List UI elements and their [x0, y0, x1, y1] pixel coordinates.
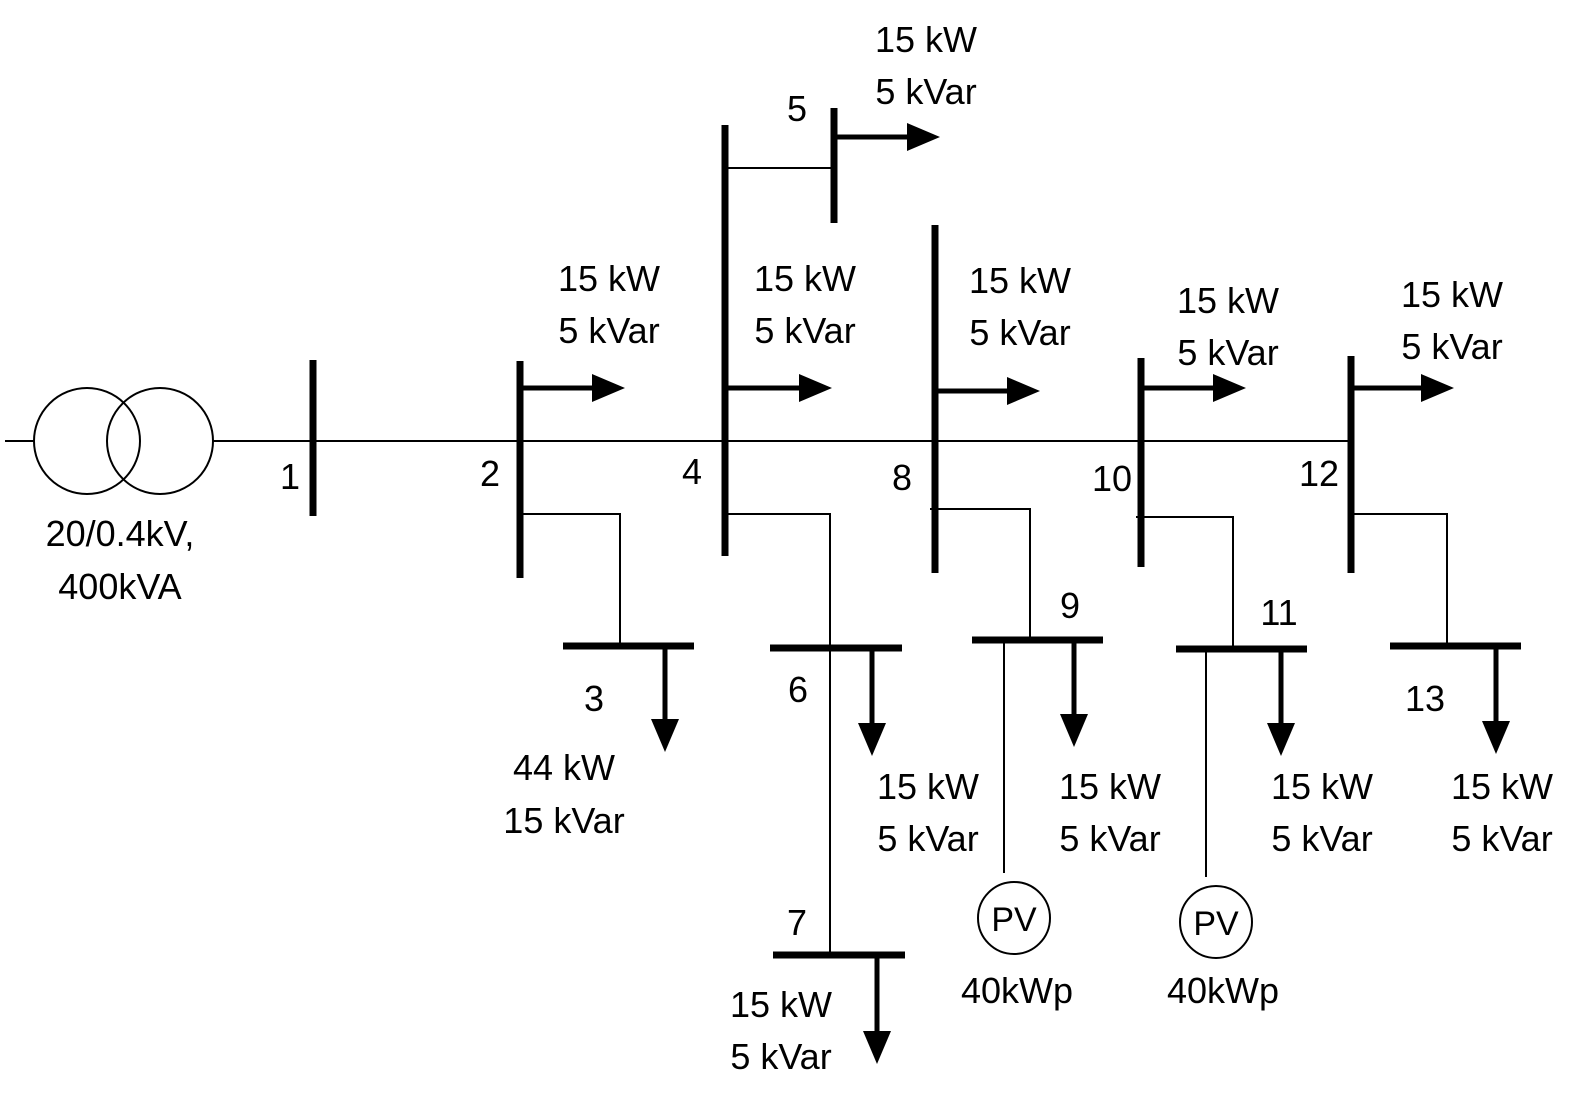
line-4-6-7 — [725, 513, 831, 955]
load-arrow-13 — [1482, 646, 1510, 754]
load-5-active-power: 15 kW — [875, 19, 977, 60]
bus-6-label: 6 — [788, 669, 808, 710]
load-6-active-power: 15 kW — [877, 766, 979, 807]
load-arrow-4 — [725, 374, 832, 402]
load-arrow-9 — [1060, 640, 1088, 747]
load-11-reactive-power: 5 kVar — [1271, 818, 1372, 859]
load-12-reactive-power: 5 kVar — [1401, 326, 1502, 367]
load-arrow-5 — [834, 123, 940, 151]
load-8-active-power: 15 kW — [969, 260, 1071, 301]
load-arrow-10 — [1141, 374, 1246, 402]
transformer-rating-label: 400kVA — [58, 566, 181, 607]
load-2-active-power: 15 kW — [558, 258, 660, 299]
load-10-reactive-power: 5 kVar — [1177, 332, 1278, 373]
load-13-active-power: 15 kW — [1451, 766, 1553, 807]
load-arrow-8 — [935, 377, 1040, 405]
transformer-symbol — [5, 387, 214, 495]
load-arrow-2 — [520, 374, 625, 402]
transformer-winding-secondary — [106, 387, 214, 495]
bus-9-label: 9 — [1060, 585, 1080, 626]
pv-9-symbol: PV — [991, 901, 1037, 939]
line-12-13 — [1351, 513, 1448, 646]
load-arrow-11 — [1267, 649, 1295, 756]
load-arrow-6 — [858, 648, 886, 756]
load-2-reactive-power: 5 kVar — [558, 310, 659, 351]
line-2-3 — [520, 513, 621, 646]
bus-10-label: 10 — [1092, 458, 1132, 499]
load-12-active-power: 15 kW — [1401, 274, 1503, 315]
load-6-reactive-power: 5 kVar — [877, 818, 978, 859]
load-7-reactive-power: 5 kVar — [730, 1036, 831, 1077]
bus-7-label: 7 — [787, 902, 807, 943]
load-4-reactive-power: 5 kVar — [754, 310, 855, 351]
transformer-winding-primary — [33, 387, 141, 495]
load-9-active-power: 15 kW — [1059, 766, 1161, 807]
load-13-reactive-power: 5 kVar — [1451, 818, 1552, 859]
load-arrow-7 — [863, 955, 891, 1064]
bus-12-label: 12 — [1299, 453, 1339, 494]
load-arrow-12 — [1351, 374, 1454, 402]
load-9-reactive-power: 5 kVar — [1059, 818, 1160, 859]
load-7-active-power: 15 kW — [730, 984, 832, 1025]
load-3-active-power: 44 kW — [513, 747, 615, 788]
pv-generator-9 — [977, 881, 1051, 955]
bus-3-label: 3 — [584, 678, 604, 719]
transformer-voltage-label: 20/0.4kV, — [46, 513, 195, 554]
pv-9-rating: 40kWp — [961, 970, 1073, 1011]
pv-generator-11 — [1179, 885, 1253, 959]
pv-11-rating: 40kWp — [1167, 970, 1279, 1011]
load-8-reactive-power: 5 kVar — [969, 312, 1070, 353]
load-11-active-power: 15 kW — [1271, 766, 1373, 807]
bus-11-label: 11 — [1260, 592, 1297, 633]
bus-1-label: 1 — [280, 456, 300, 497]
load-10-active-power: 15 kW — [1177, 280, 1279, 321]
bus-4-label: 4 — [682, 451, 702, 492]
bus-13-label: 13 — [1405, 678, 1445, 719]
bus-8-label: 8 — [892, 457, 912, 498]
load-5-reactive-power: 5 kVar — [875, 71, 976, 112]
pv-11-symbol: PV — [1193, 905, 1239, 943]
bus-2-label: 2 — [480, 453, 500, 494]
bus-5-label: 5 — [787, 88, 807, 129]
line-10-11 — [1136, 516, 1234, 647]
load-4-active-power: 15 kW — [754, 258, 856, 299]
line-8-9 — [930, 508, 1031, 638]
load-3-reactive-power: 15 kVar — [503, 800, 624, 841]
load-arrow-3 — [651, 646, 679, 752]
